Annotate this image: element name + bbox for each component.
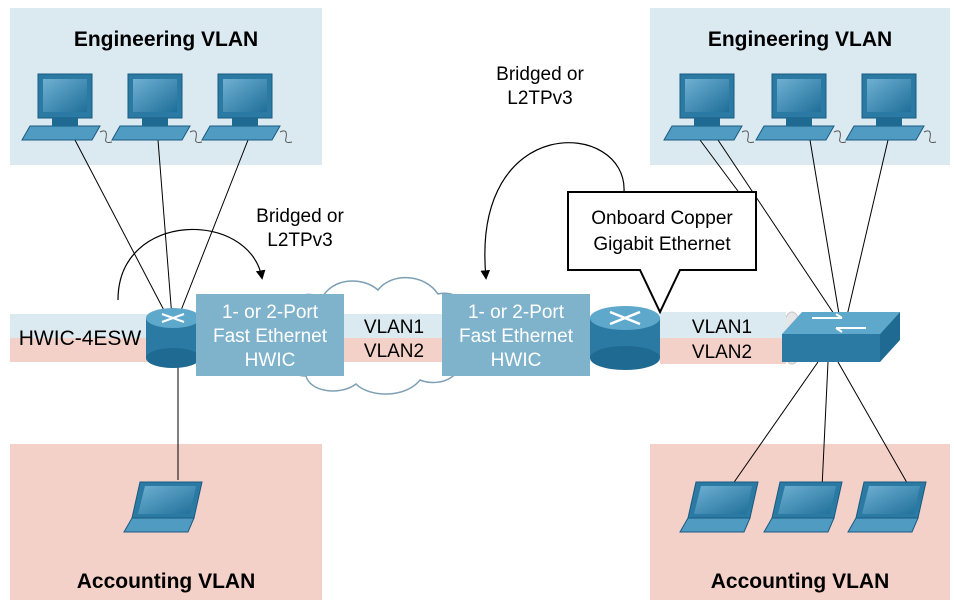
left-hwic-line1: 1- or 2-Port [222,302,319,323]
mid-hwic-line3: HWIC [491,350,542,371]
link-left-pc1 [74,139,169,319]
left-bridge-arrow [117,228,266,301]
gigabit-callout [567,191,757,315]
link-right-laptop1 [729,361,819,489]
mid-vlan2-label: VLAN2 [364,341,424,362]
laptop-icon [763,481,843,533]
right-vlan2-label: VLAN2 [692,342,752,363]
hwic-4esw-label: HWIC-4ESW [19,327,142,350]
link-right-laptop2 [821,361,829,489]
right-accounting-title: Accounting VLAN [711,570,890,593]
mid-hwic-line1: 1- or 2-Port [468,302,565,323]
desktop-pc-icon [663,73,755,143]
mid-hwic-line2: Fast Ethernet [459,326,574,347]
link-right-pc1 [717,139,839,321]
left-trunk-blue [10,314,165,338]
right-switch [782,312,900,362]
left-engineering-title: Engineering VLAN [74,28,258,51]
desktop-pc-icon [201,73,293,143]
link-right-laptop3 [837,361,911,489]
right-bridge-arrow [480,142,625,280]
right-vlan2-stripe [660,338,786,364]
link-right-pc2 [809,139,841,321]
left-hwic-line2: Fast Ethernet [213,326,328,347]
right-vlan1-stripe [660,312,786,338]
desktop-pc-icon [845,73,937,143]
left-accounting-title: Accounting VLAN [77,570,256,593]
laptop-icon [847,481,927,533]
right-engineering-title: Engineering VLAN [708,28,892,51]
left-hwic-box [196,294,344,376]
desktop-pc-icon [111,73,203,143]
left-hwic-line3: HWIC [245,350,296,371]
link-left-pc3 [177,139,249,319]
mid-hwic-box [442,294,590,376]
mid-bridged-line2: L2TPv3 [507,88,572,109]
callout-line1: Onboard Copper [591,208,733,229]
mid-vlan1-stripe [344,314,444,338]
right-router [590,306,660,370]
desktop-pc-icon [755,73,847,143]
left-bridged-line2: L2TPv3 [267,230,332,251]
laptop-icon [679,481,759,533]
callout-line2: Gigabit Ethernet [593,234,731,255]
mid-bridged-line1: Bridged or [496,64,584,85]
mid-vlan1-label: VLAN1 [364,317,424,338]
desktop-pc-icon [21,73,113,143]
link-left-pc2 [157,139,173,319]
link-right-pc3 [845,139,889,321]
link-lines [74,139,911,489]
mid-vlan2-stripe [344,338,444,362]
right-vlan1-label: VLAN1 [692,317,752,338]
left-router [146,308,200,368]
left-trunk-pink [10,338,165,362]
left-bridged-line1: Bridged or [256,206,344,227]
laptop-icon [123,481,203,533]
